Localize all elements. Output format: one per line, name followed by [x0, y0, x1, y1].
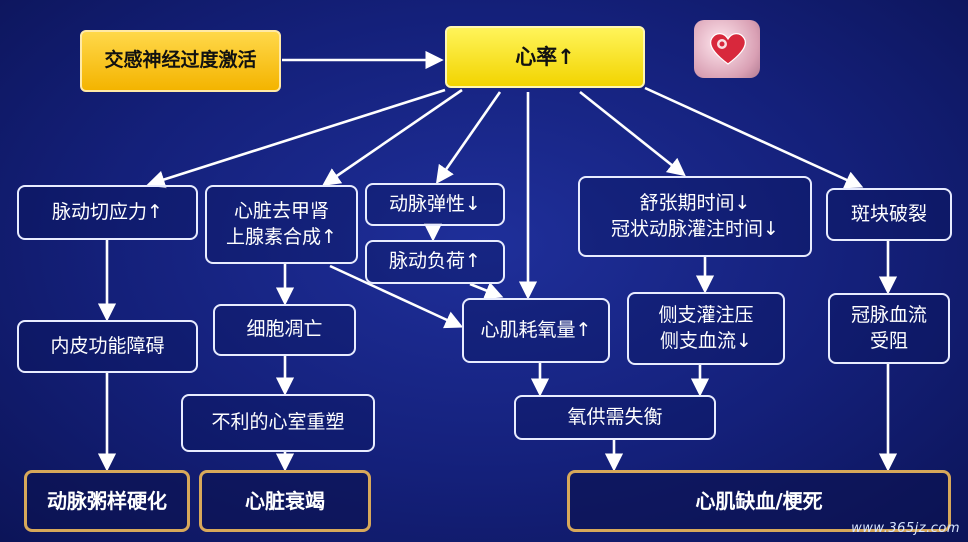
arrow-heartrate-to-diastolic: [579, 90, 686, 177]
node-sympathetic: 交感神经过度激活: [80, 30, 281, 92]
arrow-catecholamine-to-oxygen: [329, 264, 464, 329]
node-heart-rate: 心率↑: [445, 26, 645, 88]
node-pulsatile-stress: 脉动切应力↑: [17, 185, 198, 240]
arrow-heartrate-to-catecholamine: [321, 88, 463, 187]
node-plaque: 斑块破裂: [826, 188, 952, 241]
node-diastolic: 舒张期时间↓ 冠状动脉灌注时间↓: [578, 176, 812, 257]
node-remodeling: 不利的心室重塑: [181, 394, 375, 452]
node-coronary-flow: 冠脉血流 受阻: [828, 293, 950, 364]
arrow-load-to-oxygen: [469, 282, 504, 300]
node-apoptosis: 细胞凋亡: [213, 304, 356, 356]
node-pulsatile-load-label: 脉动负荷↑: [389, 250, 481, 273]
node-pulsatile-load: 脉动负荷↑: [365, 240, 505, 284]
node-heart-failure: 心脏衰竭: [199, 470, 371, 532]
node-oxygen-consumption: 心肌耗氧量↑: [462, 298, 610, 363]
node-ischemia-label: 心肌缺血/梗死: [695, 488, 823, 513]
node-oxygen-consumption-label: 心肌耗氧量↑: [480, 318, 592, 341]
node-sympathetic-label: 交感神经过度激活: [104, 49, 257, 72]
node-heart-rate-label: 心率↑: [515, 44, 575, 69]
node-collateral-line2: 侧支血流↓: [660, 329, 752, 352]
node-diastolic-line2: 冠状动脉灌注时间↓: [611, 217, 779, 240]
arrow-heartrate-to-elasticity: [435, 91, 502, 184]
node-heart-failure-label: 心脏衰竭: [245, 488, 325, 513]
node-catecholamine-line1: 心脏去甲肾: [233, 199, 329, 222]
node-plaque-label: 斑块破裂: [850, 202, 927, 225]
arrow-heartrate-to-plaque: [644, 86, 864, 189]
node-imbalance-label: 氧供需失衡: [567, 405, 663, 428]
node-atherosclerosis: 动脉粥样硬化: [24, 470, 190, 532]
heart-shape: [709, 33, 747, 65]
node-arterial-elasticity: 动脉弹性↓: [365, 183, 505, 226]
node-diastolic-line1: 舒张期时间↓: [639, 191, 751, 214]
node-coronary-flow-line1: 冠脉血流: [850, 303, 927, 326]
node-pulsatile-stress-label: 脉动切应力↑: [52, 200, 163, 223]
node-collateral-line1: 侧支灌注压: [658, 303, 754, 326]
node-endothelial-label: 内皮功能障碍: [50, 334, 165, 357]
node-collateral: 侧支灌注压 侧支血流↓: [627, 292, 785, 365]
node-catecholamine-line2: 上腺素合成↑: [226, 225, 337, 248]
node-ischemia: 心肌缺血/梗死: [567, 470, 951, 532]
node-endothelial: 内皮功能障碍: [17, 320, 198, 373]
node-atherosclerosis-label: 动脉粥样硬化: [47, 488, 167, 513]
node-apoptosis-label: 细胞凋亡: [246, 318, 323, 341]
node-coronary-flow-line2: 受阻: [869, 329, 908, 352]
heart-icon: [694, 20, 760, 78]
node-imbalance: 氧供需失衡: [514, 395, 716, 440]
arrow-heartrate-to-pulsatile: [146, 88, 446, 189]
node-remodeling-label: 不利的心室重塑: [211, 411, 345, 434]
node-arterial-elasticity-label: 动脉弹性↓: [389, 192, 481, 215]
watermark-text: www.365jz.com: [851, 521, 960, 536]
node-catecholamine: 心脏去甲肾 上腺素合成↑: [205, 185, 358, 264]
